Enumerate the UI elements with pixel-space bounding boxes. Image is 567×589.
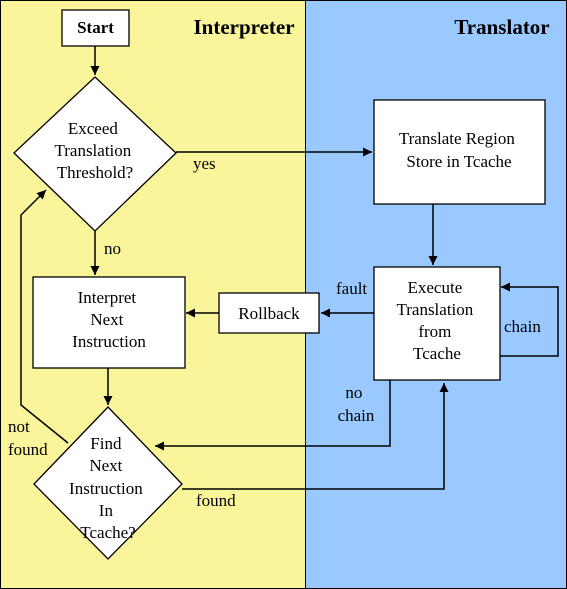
edge-label-no: no	[104, 239, 121, 258]
interpret-next-node	[32, 276, 186, 369]
start-node	[61, 9, 130, 47]
interpret-next-label: Interpret Next Instruction	[72, 288, 146, 351]
translator-lane-title: Translator	[454, 15, 549, 39]
exceed-threshold-decision	[13, 76, 177, 232]
execute-translation-line-4: Tcache	[413, 344, 461, 363]
translate-region-line-1: Translate Region	[399, 129, 516, 148]
interpret-next-line-2: Next	[90, 310, 123, 329]
edge-label-fault: fault	[336, 279, 367, 298]
execute-translation-label: Execute Translation from Tcache	[396, 278, 477, 363]
find-next-line-3: Instruction	[69, 479, 143, 498]
interpret-next-line-3: Instruction	[72, 332, 146, 351]
exceed-threshold-line-2: Translation	[54, 141, 131, 160]
interpreter-lane-title: Interpreter	[193, 15, 294, 39]
edge-label-no-chain: no chain	[338, 383, 375, 425]
edge-label-chain: chain	[504, 317, 541, 336]
translate-region-node	[373, 99, 546, 205]
execute-translation-line-2: Translation	[396, 300, 473, 319]
edges	[20, 46, 559, 490]
exceed-threshold-line-1: Exceed	[68, 119, 119, 138]
edge-find-found	[182, 383, 449, 490]
execute-translation-line-1: Execute	[408, 278, 463, 297]
edge-label-not-found-line-2: found	[8, 440, 48, 459]
edge-execute-chain	[500, 282, 559, 357]
execute-translation-line-3: from	[418, 322, 451, 341]
start-label: Start	[77, 18, 114, 37]
edge-label-found: found	[196, 491, 236, 510]
exceed-threshold-line-3: Threshold?	[57, 163, 133, 182]
rollback-node	[218, 292, 320, 334]
find-next-line-5: Tcache?	[80, 523, 135, 542]
edge-label-not-found: not found	[8, 417, 48, 459]
translate-region-line-2: Store in Tcache	[406, 152, 511, 171]
edge-find-not-found	[20, 189, 69, 444]
edge-label-yes: yes	[193, 154, 216, 173]
edge-execute-no-chain	[155, 380, 391, 451]
find-next-label: Find Next Instruction In Tcache?	[69, 434, 147, 542]
edge-label-not-found-line-1: not	[8, 417, 30, 436]
find-next-decision	[33, 406, 183, 560]
find-next-line-4: In	[99, 501, 114, 520]
find-next-line-1: Find	[90, 434, 122, 453]
interpret-next-line-1: Interpret	[78, 288, 137, 307]
find-next-line-2: Next	[89, 456, 122, 475]
edge-label-no-chain-line-2: chain	[338, 406, 375, 425]
execute-translation-node	[373, 266, 501, 381]
edge-label-no-chain-line-1: no	[345, 383, 362, 402]
rollback-label: Rollback	[238, 304, 300, 323]
translate-region-label: Translate Region Store in Tcache	[399, 129, 519, 171]
exceed-threshold-label: Exceed Translation Threshold?	[54, 119, 135, 182]
